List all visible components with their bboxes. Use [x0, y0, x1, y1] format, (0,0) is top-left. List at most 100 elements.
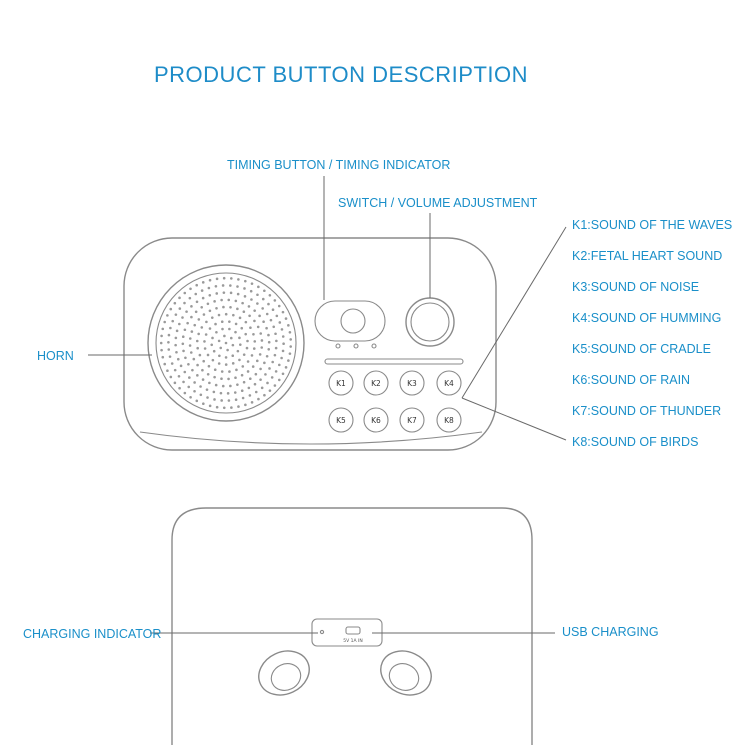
speaker-hole — [280, 328, 284, 331]
speaker-hole — [221, 284, 225, 287]
speaker-hole — [183, 370, 187, 374]
key-k7[interactable]: K7 — [399, 407, 425, 433]
speaker-hole — [288, 352, 292, 355]
speaker-hole — [254, 390, 258, 394]
speaker-hole — [188, 296, 192, 300]
speaker-hole — [220, 320, 224, 324]
speaker-hole — [188, 376, 191, 379]
speaker-hole — [174, 313, 178, 316]
sound-label-k5: K5:SOUND OF CRADLE — [572, 342, 711, 356]
speaker-hole — [287, 359, 290, 362]
speaker-hole — [227, 298, 231, 302]
sound-label-k8: K8:SOUND OF BIRDS — [572, 435, 699, 449]
speaker-hole — [215, 405, 219, 409]
key-button[interactable] — [399, 370, 425, 396]
speaker-hole — [253, 319, 256, 323]
speaker-hole — [175, 329, 179, 333]
speaker-hole — [177, 374, 181, 378]
speaker-hole — [206, 353, 210, 357]
key-k3[interactable]: K3 — [399, 370, 425, 396]
speaker-hole — [238, 336, 241, 340]
key-button[interactable] — [436, 407, 462, 433]
speaker-hole — [236, 307, 239, 311]
speaker-hole — [210, 343, 214, 347]
key-k2[interactable]: K2 — [363, 370, 389, 396]
speaker-hole — [256, 302, 259, 305]
speaker-hole — [267, 333, 270, 337]
speaker-hole — [249, 289, 253, 293]
speaker-hole — [259, 378, 262, 381]
speaker-hole — [193, 381, 196, 384]
speaker-hole — [259, 332, 263, 335]
device-base-line — [139, 431, 483, 445]
speaker-hole — [194, 292, 198, 296]
key-k5[interactable]: K5 — [328, 407, 354, 433]
key-button[interactable] — [328, 407, 354, 433]
charging-indicator-label: CHARGING INDICATOR — [23, 627, 162, 641]
speaker-hole — [178, 322, 181, 326]
speaker-hole — [181, 316, 184, 319]
speaker-hole — [176, 357, 180, 361]
speaker-hole — [226, 348, 229, 352]
speaker-hole — [195, 300, 199, 304]
speaker-hole — [217, 362, 221, 365]
speaker-hole — [224, 341, 228, 345]
speaker-hole — [278, 321, 282, 324]
key-button[interactable] — [363, 370, 389, 396]
key-button[interactable] — [363, 407, 389, 433]
speaker-hole — [237, 405, 240, 408]
speaker-hole — [215, 306, 218, 310]
speaker-hole — [241, 365, 245, 368]
speaker-holes — [159, 276, 293, 410]
speaker-hole — [257, 285, 260, 289]
leader-lines — [88, 176, 567, 634]
speaker-hole — [263, 393, 266, 397]
right-foot-pad — [388, 663, 420, 691]
speaker-hole — [208, 309, 212, 313]
switch-label: SWITCH / VOLUME ADJUSTMENT — [338, 196, 538, 210]
key-k1[interactable]: K1 — [328, 370, 354, 396]
speaker-hole — [214, 383, 218, 387]
speaker-hole — [206, 302, 210, 306]
speaker-hole — [284, 366, 288, 369]
key-label: K7 — [407, 416, 417, 425]
key-k6[interactable]: K6 — [363, 407, 389, 433]
key-button[interactable] — [436, 370, 462, 396]
speaker-hole — [246, 370, 250, 373]
key-button[interactable] — [399, 407, 425, 433]
speaker-hole — [250, 298, 253, 301]
speaker-hole — [250, 401, 254, 404]
key-label: K4 — [444, 379, 454, 388]
speaker-hole — [274, 332, 277, 336]
speaker-hole — [204, 333, 208, 336]
speaker-hole — [173, 301, 177, 305]
key-k4[interactable]: K4 — [436, 370, 462, 396]
key-k8[interactable]: K8 — [436, 407, 462, 433]
key-button[interactable] — [328, 370, 354, 396]
speaker-hole — [200, 305, 203, 309]
speaker-hole — [231, 343, 235, 347]
speaker-hole — [189, 351, 193, 354]
speaker-hole — [227, 399, 231, 402]
speaker-hole — [207, 286, 211, 290]
speaker-hole — [277, 304, 281, 308]
speaker-hole — [260, 386, 264, 390]
speaker-hole — [169, 307, 173, 311]
page-title: PRODUCT BUTTON DESCRIPTION — [154, 62, 528, 87]
key-label: K2 — [371, 379, 381, 388]
speaker-hole — [249, 326, 252, 330]
speaker-hole — [161, 355, 165, 359]
speaker-hole — [183, 391, 187, 395]
speaker-hole — [267, 302, 270, 306]
speaker-hole — [259, 367, 262, 371]
speaker-hole — [190, 330, 194, 333]
speaker-hole — [228, 327, 231, 331]
speaker-hole — [214, 322, 217, 326]
speaker-hole — [161, 327, 165, 331]
speaker-hole — [191, 368, 194, 372]
speaker-hole — [232, 313, 235, 317]
sound-label-k2: K2:FETAL HEART SOUND — [572, 249, 723, 263]
